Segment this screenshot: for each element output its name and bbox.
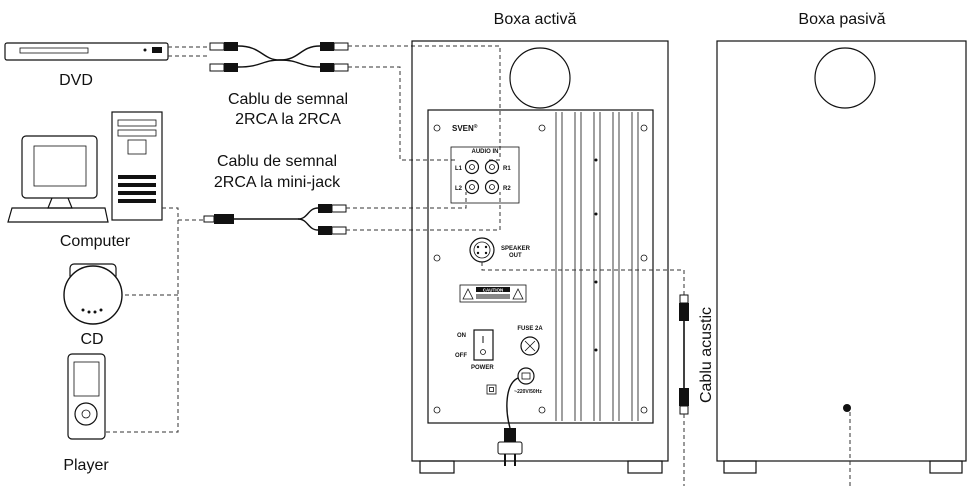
ground-symbol-icon: [486, 384, 497, 395]
power-socket-icon: [517, 367, 535, 385]
speaker-cable: [481, 262, 689, 486]
mains-label: ~220V/50Hz: [514, 389, 542, 395]
computer-monitor-icon: [7, 135, 109, 223]
caution-text: CAUTION: [483, 288, 504, 293]
jack-l2-label: L2: [455, 186, 463, 192]
cd-label: CD: [80, 331, 103, 348]
power-switch: [473, 329, 494, 361]
switch-off-label: OFF: [455, 353, 467, 359]
jack-r2-label: R2: [503, 186, 511, 192]
input-jacks: L1 R1 L2 R2: [455, 159, 511, 195]
audio-in-label: AUDIO IN: [472, 149, 499, 155]
power-label: POWER: [471, 365, 494, 371]
brand-logo: SVEN®: [452, 123, 478, 133]
speaker-cable-label: Cablu acustic: [698, 307, 715, 403]
fuse-label: FUSE 2A: [517, 326, 543, 332]
speaker-out-label-2: OUT: [509, 253, 522, 259]
jack-cable-label-1: Cablu de semnal: [217, 153, 337, 170]
jack-r1-label: R1: [503, 166, 511, 172]
cd-player-icon: [63, 263, 123, 325]
jack-cable-label-2: 2RCA la mini-jack: [214, 174, 341, 191]
active-speaker-cabinet: [411, 40, 669, 474]
active-speaker-title: Boxa activă: [494, 11, 577, 28]
player-label: Player: [63, 457, 109, 474]
switch-on-label: ON: [457, 333, 466, 339]
source-bus-line: [105, 207, 204, 433]
rca-cable-label-2: 2RCA la 2RCA: [235, 111, 341, 128]
passive-speaker-cabinet: [716, 40, 967, 486]
passive-input-terminal-icon: [843, 404, 851, 412]
fuse-holder-icon: [520, 336, 540, 356]
mini-jack-cable: [203, 192, 501, 235]
caution-label: CAUTION: [459, 284, 527, 303]
power-plug-icon: [497, 377, 523, 466]
jack-l1-label: L1: [455, 166, 463, 172]
active-woofer-icon: [509, 47, 571, 109]
passive-woofer-icon: [814, 47, 876, 109]
computer-tower-icon: [111, 111, 163, 221]
rca-cable-label-1: Cablu de semnal: [228, 91, 348, 108]
speaker-out-connector-icon: [469, 237, 495, 263]
passive-speaker-title: Boxa pasivă: [798, 11, 885, 28]
speaker-out-label-1: SPEAKER: [501, 246, 531, 252]
audio-in-box: [450, 146, 520, 204]
dvd-label: DVD: [59, 72, 93, 89]
dvd-player-icon: [4, 42, 169, 61]
computer-label: Computer: [60, 233, 131, 250]
mp3-player-icon: [67, 353, 106, 440]
rca-cable-dvd: [168, 42, 501, 161]
